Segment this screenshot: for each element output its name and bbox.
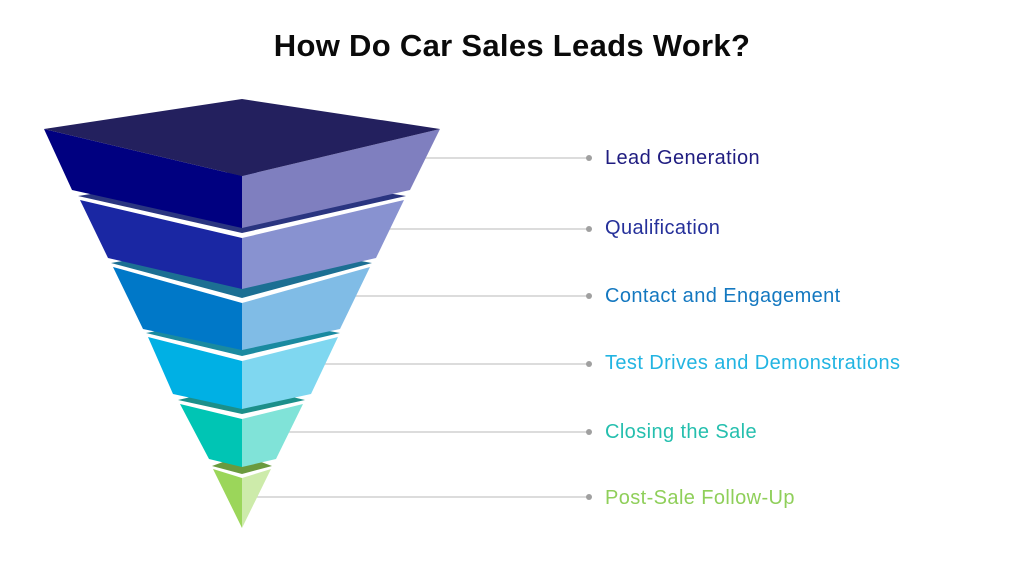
stage-label-post-sale: Post-Sale Follow-Up: [605, 487, 795, 509]
connector-dot: [586, 293, 592, 299]
connector-dot: [586, 494, 592, 500]
connector-dot: [586, 361, 592, 367]
stage-label-test-drives: Test Drives and Demonstrations: [605, 352, 901, 374]
stage-label-contact-engagement: Contact and Engagement: [605, 285, 841, 307]
funnel-layer-lead-generation: [44, 99, 440, 228]
connector-dot: [586, 155, 592, 161]
stage-label-lead-generation: Lead Generation: [605, 147, 761, 169]
connector-dot: [586, 226, 592, 232]
stage-label-qualification: Qualification: [605, 217, 721, 239]
page-title: How Do Car Sales Leads Work?: [273, 28, 751, 63]
connector-dot: [586, 429, 592, 435]
stage-label-closing: Closing the Sale: [605, 421, 758, 443]
